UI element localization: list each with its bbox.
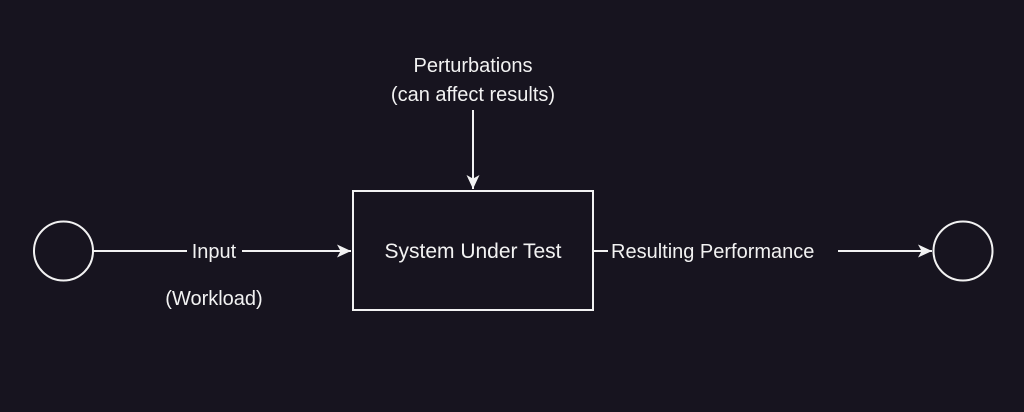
input-source-node xyxy=(33,220,94,282)
perturbations-label-line2: (can affect results) xyxy=(391,84,555,106)
input-edge-sublabel: (Workload) xyxy=(165,288,262,310)
input-edge-label: Input xyxy=(192,241,237,263)
perturbations-label-line1: Perturbations xyxy=(414,55,533,77)
output-sink-node xyxy=(932,220,994,282)
system-under-test-label: System Under Test xyxy=(384,240,561,263)
output-edge-label: Resulting Performance xyxy=(611,241,814,263)
